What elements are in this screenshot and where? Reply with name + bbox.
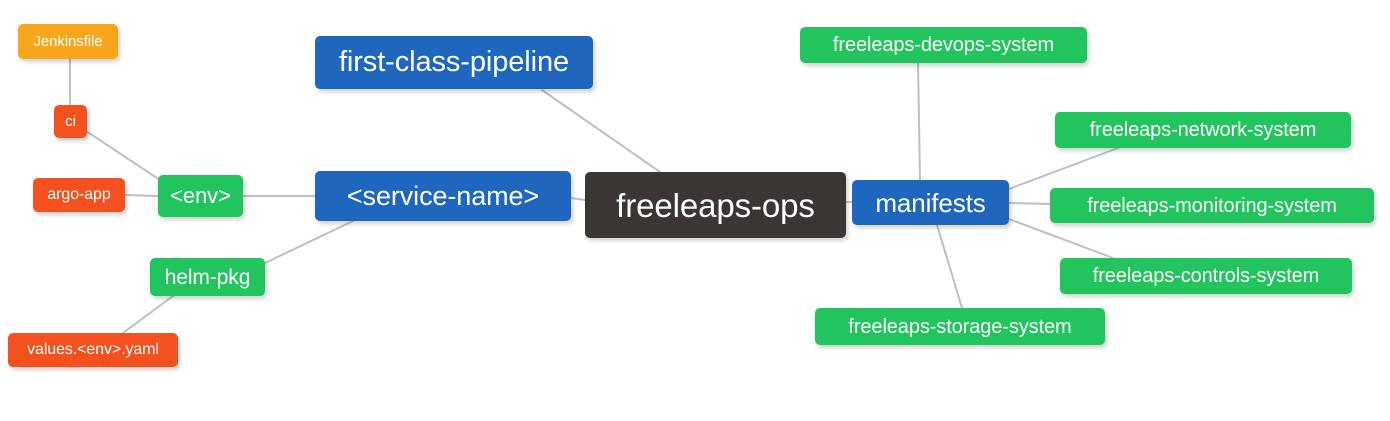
node-label-freeleaps-devops-system: freeleaps-devops-system bbox=[832, 34, 1055, 56]
edge-manifests-monitoring bbox=[1008, 202, 1051, 205]
edge-manifests-controls bbox=[1008, 218, 1114, 259]
edge-manifests-network bbox=[1008, 147, 1119, 190]
node-freeleaps-devops-system[interactable]: freeleaps-devops-system bbox=[800, 27, 1087, 63]
edge-argoapp-env bbox=[124, 194, 159, 197]
node-ci[interactable]: ci bbox=[54, 105, 87, 138]
edge-servicename-ops bbox=[570, 197, 586, 201]
node-argo-app[interactable]: argo-app bbox=[33, 178, 125, 212]
node-label-freeleaps-controls-system: freeleaps-controls-system bbox=[1092, 265, 1320, 287]
node-values-env-yaml[interactable]: values.<env>.yaml bbox=[8, 333, 178, 367]
node-label-argo-app: argo-app bbox=[47, 186, 111, 203]
edge-servicename-helmpkg bbox=[264, 220, 354, 264]
edge-pipeline-ops bbox=[541, 89, 661, 173]
node-label-ci: ci bbox=[65, 113, 76, 130]
edge-manifests-devops bbox=[917, 62, 921, 181]
node-freeleaps-monitoring-system[interactable]: freeleaps-monitoring-system bbox=[1050, 188, 1374, 223]
node-service-name[interactable]: <service-name> bbox=[315, 171, 571, 221]
node-label-jenkinsfile: Jenkinsfile bbox=[33, 33, 103, 50]
node-freeleaps-controls-system[interactable]: freeleaps-controls-system bbox=[1060, 258, 1352, 294]
node-freeleaps-ops[interactable]: freeleaps-ops bbox=[585, 172, 846, 238]
node-freeleaps-network-system[interactable]: freeleaps-network-system bbox=[1055, 112, 1351, 148]
node-label-env: <env> bbox=[170, 183, 231, 208]
node-label-values-env-yaml: values.<env>.yaml bbox=[27, 341, 159, 358]
node-label-freeleaps-monitoring-system: freeleaps-monitoring-system bbox=[1087, 194, 1337, 217]
edge-manifests-storage bbox=[936, 224, 963, 309]
node-jenkinsfile[interactable]: Jenkinsfile bbox=[18, 24, 118, 59]
node-label-freeleaps-network-system: freeleaps-network-system bbox=[1089, 119, 1317, 141]
node-freeleaps-storage-system[interactable]: freeleaps-storage-system bbox=[815, 308, 1105, 345]
node-label-service-name: <service-name> bbox=[346, 180, 540, 211]
node-manifests[interactable]: manifests bbox=[852, 180, 1009, 225]
node-env[interactable]: <env> bbox=[158, 175, 243, 217]
node-label-manifests: manifests bbox=[875, 187, 986, 218]
node-label-helm-pkg: helm-pkg bbox=[164, 265, 251, 289]
edge-helmpkg-values bbox=[122, 295, 174, 334]
node-helm-pkg[interactable]: helm-pkg bbox=[150, 258, 265, 296]
node-first-class-pipeline[interactable]: first-class-pipeline bbox=[315, 36, 593, 89]
node-label-first-class-pipeline: first-class-pipeline bbox=[338, 46, 570, 78]
edge-ci-env bbox=[85, 130, 161, 181]
node-label-freeleaps-storage-system: freeleaps-storage-system bbox=[848, 315, 1072, 338]
node-label-freeleaps-ops: freeleaps-ops bbox=[616, 186, 815, 224]
